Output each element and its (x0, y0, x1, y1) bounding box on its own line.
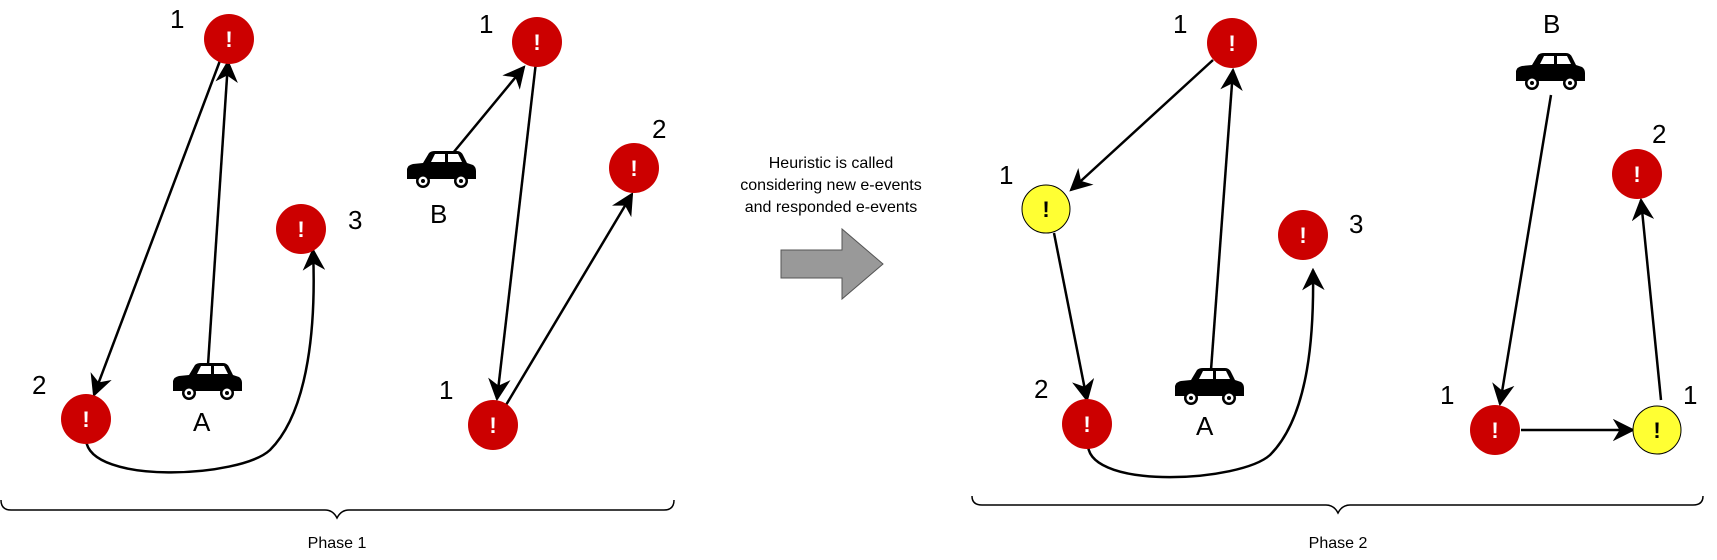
alert-mark: ! (1491, 418, 1498, 443)
event-node-new: ! (1632, 405, 1682, 455)
route-edge (488, 61, 538, 402)
car-icon (173, 363, 242, 400)
sequence-label: 2 (652, 114, 666, 144)
route-edge (90, 57, 223, 398)
phase2-route-b (1492, 94, 1663, 442)
route-edge (1069, 59, 1214, 192)
event-node: ! (512, 17, 562, 67)
route-edge (1052, 232, 1095, 403)
sequence-label: 2 (1652, 119, 1666, 149)
car-label: B (430, 199, 447, 229)
sequence-label: 3 (1349, 209, 1363, 239)
route-edge (1209, 67, 1243, 371)
route-edge (84, 247, 326, 474)
alert-mark: ! (225, 27, 232, 52)
alert-mark: ! (630, 156, 637, 181)
event-node: ! (276, 204, 326, 254)
alert-mark: ! (533, 30, 540, 55)
phase2-route-a (1052, 59, 1325, 479)
annotation-text: considering new e-events (740, 177, 921, 194)
sequence-label: 2 (32, 370, 46, 400)
alert-mark: ! (489, 413, 496, 438)
sequence-label: 1 (479, 9, 493, 39)
route-edge (1086, 267, 1325, 479)
phase-brace (971, 495, 1704, 515)
event-node: ! (609, 143, 659, 193)
route-edge (206, 59, 238, 366)
alert-mark: ! (1083, 412, 1090, 437)
phase-label: Phase 1 (308, 535, 367, 552)
alert-mark: ! (1228, 31, 1235, 56)
phase-label: Phase 2 (1309, 535, 1368, 552)
sequence-label: 1 (999, 160, 1013, 190)
route-edge (1492, 94, 1553, 407)
phase1-route-b (452, 61, 634, 406)
event-node: ! (468, 400, 518, 450)
transition-arrow (780, 227, 884, 301)
sequence-label: 3 (348, 205, 362, 235)
sequence-label: 1 (170, 4, 184, 34)
car-label: B (1543, 9, 1560, 39)
event-node: ! (1278, 210, 1328, 260)
event-node: ! (1207, 18, 1257, 68)
annotation-text: Heuristic is called (769, 155, 893, 172)
alert-mark: ! (1653, 418, 1660, 443)
alert-mark: ! (1299, 223, 1306, 248)
phase1-route-a (84, 57, 326, 474)
sequence-label: 1 (1440, 380, 1454, 410)
event-node: ! (1062, 399, 1112, 449)
sequence-label: 1 (439, 375, 453, 405)
event-node: ! (1470, 405, 1520, 455)
route-edge (452, 65, 526, 154)
alert-mark: ! (297, 217, 304, 242)
sequence-label: 2 (1034, 374, 1048, 404)
route-edge (1631, 197, 1663, 401)
car-label: A (193, 407, 211, 437)
event-node: ! (61, 394, 111, 444)
alert-mark: ! (82, 407, 89, 432)
event-node-new: ! (1021, 184, 1071, 234)
phase-brace (0, 499, 675, 520)
car-label: A (1196, 411, 1214, 441)
alert-mark: ! (1042, 197, 1049, 222)
event-node: ! (1612, 149, 1662, 199)
sequence-label: 1 (1173, 9, 1187, 39)
car-icon (407, 151, 476, 188)
sequence-label: 1 (1683, 380, 1697, 410)
car-icon (1516, 53, 1585, 90)
alert-mark: ! (1633, 162, 1640, 187)
route-edge (504, 192, 634, 406)
car-icon (1175, 368, 1244, 405)
annotation-text: and responded e-events (745, 199, 918, 216)
event-node: ! (204, 14, 254, 64)
